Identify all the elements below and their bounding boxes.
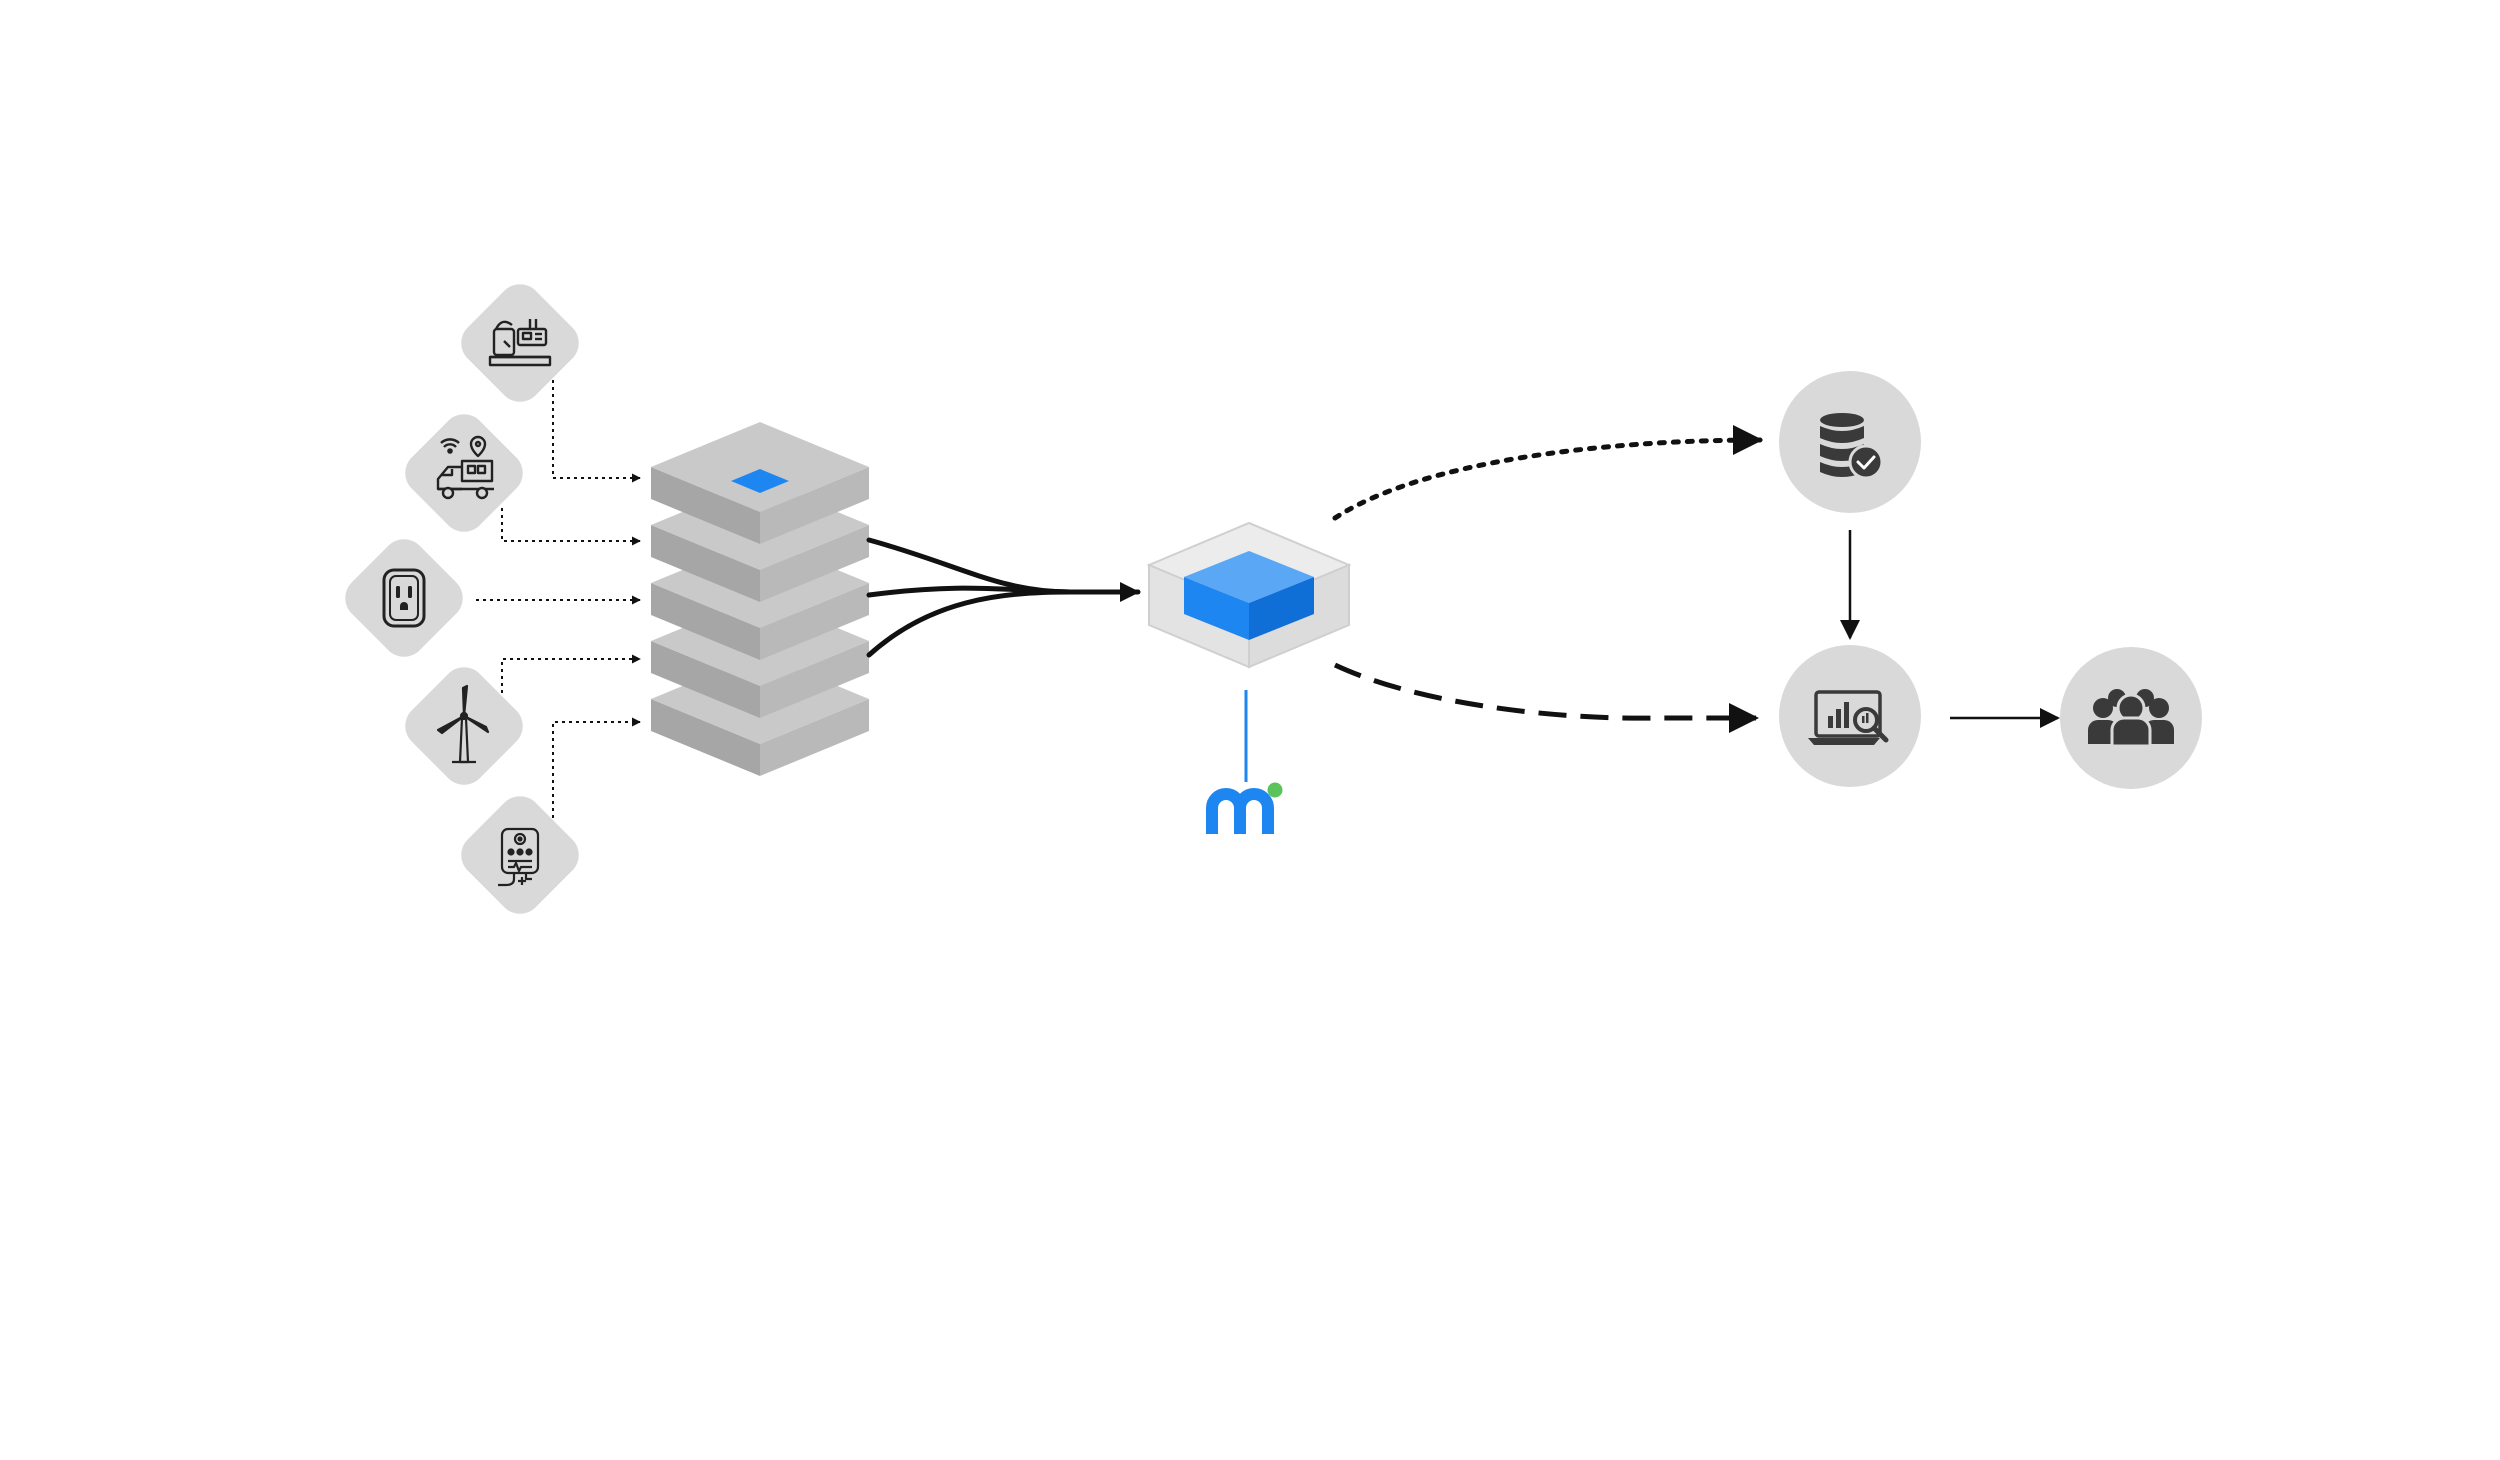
stack-to-hub-connectors — [866, 537, 1141, 658]
people-group-icon — [2088, 689, 2174, 748]
data-layer-stack — [651, 422, 869, 776]
hub-node — [1146, 521, 1352, 669]
cnc-machine-icon — [488, 319, 552, 367]
stack-layer-1 — [651, 422, 869, 544]
cube-icon — [1146, 521, 1352, 669]
medical-device-icon — [498, 827, 540, 887]
edge-cnc-to-stack — [552, 380, 641, 483]
source-node-medical — [461, 796, 579, 914]
source-devices — [345, 284, 579, 914]
output-node-analytics — [1779, 645, 1921, 787]
source-node-truck — [405, 414, 523, 532]
edge-hub-to-storage — [1332, 425, 1763, 521]
wind-turbine-icon — [436, 684, 490, 764]
edge-hub-to-analytics — [1333, 662, 1759, 733]
edge-stack-upper-to-hub — [866, 537, 1073, 595]
database-check-icon — [1820, 413, 1884, 480]
source-node-plug — [345, 539, 463, 657]
output-node-storage — [1779, 371, 1921, 513]
edge-turbine-to-stack — [501, 654, 641, 693]
smart-plug-icon — [382, 568, 426, 628]
m-logo-icon — [1206, 782, 1283, 834]
analytics-laptop-icon — [1808, 690, 1889, 745]
source-connectors — [476, 380, 641, 818]
edge-medical-to-stack — [552, 717, 641, 818]
source-node-turbine — [405, 667, 523, 785]
output-node-users — [2060, 647, 2202, 789]
delivery-truck-icon — [436, 435, 494, 500]
edge-truck-to-stack — [501, 508, 641, 546]
edge-stack-lower-to-hub — [866, 589, 1073, 658]
source-node-cnc — [461, 284, 579, 402]
